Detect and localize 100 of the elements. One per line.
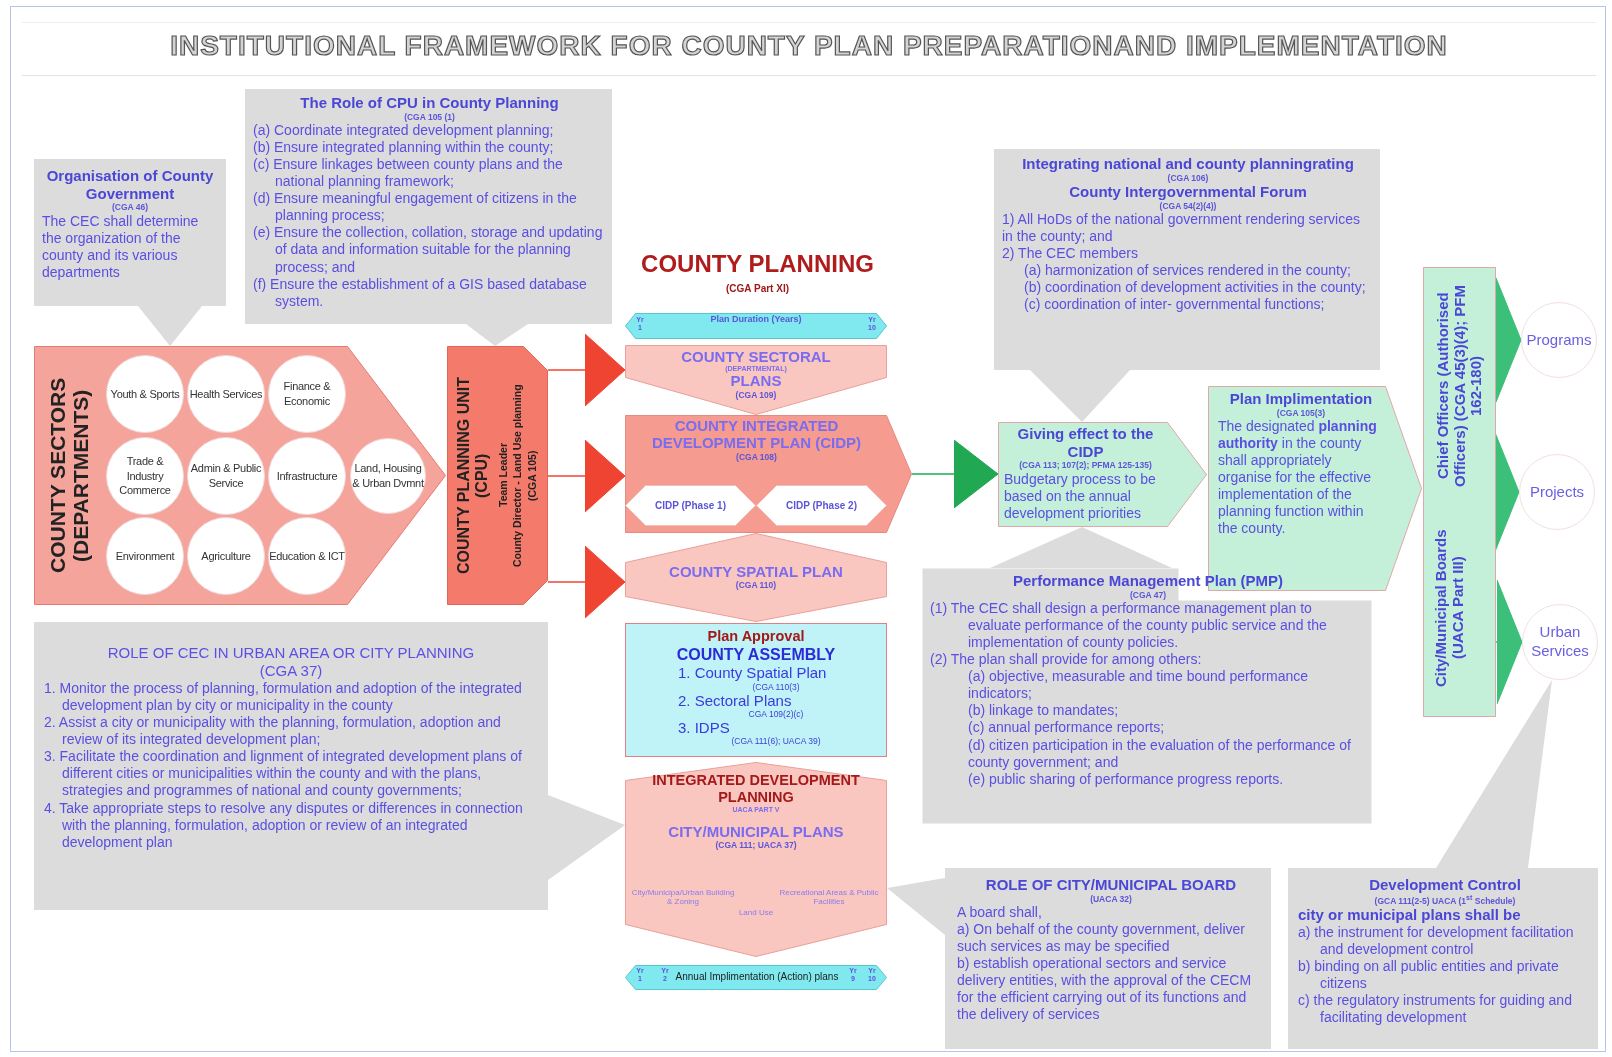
list-item: 3. IDPS [677, 718, 731, 737]
callout-pointer [887, 878, 945, 935]
citation: (CGA 54(2)(4)) [1158, 200, 1218, 211]
chevron-box [998, 422, 1207, 527]
callout-pointer [1030, 370, 1130, 422]
vertical-label: County Director - Land Use planning [510, 383, 525, 569]
citation: (CGA 110) [734, 580, 778, 591]
list-item: 3. Facilitate the coordination and lignment of integrated development plans of different cities or municipalities within the county and with the plans, strategies and programmes of national and county governments; [44, 748, 523, 800]
sector-label: Youth & Sports [110, 386, 180, 402]
arrow [911, 439, 999, 509]
citation: (CGA 108) [735, 451, 778, 462]
body-text: The designated planning authority in the county shall appropriately organise for the effective implementation of the planning function within the county. [1218, 417, 1378, 538]
citation: (CGA Part XI) [725, 283, 790, 294]
citation: (CGA 109) [734, 389, 778, 400]
callout-box [994, 149, 1380, 370]
sector-label: Finance & Economic [282, 379, 332, 409]
section-heading: COUNTY PLANNING [640, 250, 875, 278]
vertical-label: City/Municipal Boards (UACA Part III) [1431, 528, 1467, 689]
list-item: (a) objective, measurable and time bound performance indicators; [967, 668, 1310, 703]
heading: CITY/MUNICIPAL PLANS [667, 823, 845, 841]
sector-label: Environment [115, 548, 175, 564]
callout-box [945, 868, 1271, 1049]
bar-label: Plan Duration (Years) [709, 314, 803, 326]
sector-label: Admin & Public Service [189, 461, 263, 491]
callout-box [34, 159, 226, 306]
sector-panel [34, 346, 446, 605]
arrow [1495, 579, 1523, 705]
bar-label: Annual Implimentation (Action) plans [675, 971, 839, 984]
chevron-box [625, 415, 912, 533]
heading: Plan Approval [706, 628, 806, 646]
body-text: Budgetary process to be based on the annual development priorities [1004, 470, 1157, 522]
callout-pointer [990, 527, 1172, 568]
arrow [1495, 277, 1522, 403]
heading: COUNTY SECTORAL [680, 348, 832, 366]
vertical-label: Team Leader [496, 442, 511, 510]
citation: (CGA 46) [110, 202, 150, 213]
output-label: Urban Services [1530, 623, 1590, 661]
list-item: (d) citizen participation in the evaluation of the performance of county government; and [967, 736, 1352, 771]
list-item: (b) Ensure integrated planning within the county; [253, 138, 555, 157]
vertical-label: (CGA 105) [525, 449, 540, 503]
list-item: (b) coordination of development activities in the county; [1023, 279, 1367, 297]
arrow [547, 333, 626, 407]
heading: ROLE OF CEC IN URBAN AREA OR CITY PLANNING [106, 644, 476, 662]
citation: (GCA 111(2-5) UACA (1$^{st}$ Schedule) [1373, 893, 1517, 906]
heading: Giving effect to the CIDP [1016, 425, 1155, 461]
heading: Development Control [1368, 876, 1522, 894]
arrow [547, 439, 626, 513]
heading: city or municipal plans shall be [1298, 905, 1522, 924]
citation: (CGA 111; UACA 37) [714, 840, 798, 851]
sector-label: Infrastructure [276, 468, 338, 484]
list-item: (c) Ensure linkages between county plans and the national planning framework; [253, 156, 564, 191]
heading: Plan Implimentation [1228, 390, 1374, 408]
phase-label: CIDP (Phase 1) [655, 499, 726, 512]
phase-hexagon [756, 485, 887, 526]
officers-bar [1423, 267, 1496, 717]
area-label: Land Use [737, 908, 775, 919]
list-item: (e) public sharing of performance progress reports. [967, 770, 1285, 788]
callout-pointer [466, 324, 528, 346]
vertical-label: COUNTY PLANNING UNIT (CPU) [454, 376, 491, 577]
heading: COUNTY INTEGRATED DEVELOPMENT PLAN (CIDP) [650, 417, 863, 452]
approval-box [625, 623, 887, 757]
citation: (CGA 105 (1) [403, 111, 456, 122]
output-label: Programs [1526, 330, 1592, 350]
list-item: (a) Coordinate integrated development planning; [253, 121, 555, 139]
heading: Integrating national and county planningrating [1021, 155, 1355, 173]
sector-label: Health Services [189, 386, 263, 402]
list-item: (d) Ensure meaningful engagement of citizens in the planning process; [253, 190, 578, 225]
phase-hexagon [625, 485, 756, 526]
list-item: (f) Ensure the establishment of a GIS based database system. [253, 275, 588, 310]
citation: (CGA 47) [1128, 589, 1168, 600]
body-text: 1) All HoDs of the national government rendering services in the county; and [1002, 210, 1361, 245]
callout-pointer [548, 795, 625, 880]
duration-bar [625, 965, 887, 990]
list-item: (c) coordination of inter- governmental functions; [1023, 296, 1326, 314]
list-item: 1. Monitor the process of planning, formulation and adoption of the integrated development plan by city or municipality in the county [44, 680, 523, 715]
area-label: City/Municipa/Urban Building & Zoning [631, 888, 735, 909]
list-item: (c) annual performance reports; [967, 719, 1166, 737]
list-item: (1) The CEC shall design a performance management plan to evaluate performance of the county public service and the implementation of county policies. [930, 599, 1328, 652]
sector-label: Agriculture [201, 548, 251, 564]
callout-pointer [1436, 680, 1552, 868]
heading: COUNTY SPATIAL PLAN [668, 563, 844, 581]
body-text: A board shall, [957, 903, 1043, 921]
duration-bar [625, 313, 887, 339]
chevron-box [625, 762, 887, 957]
body-text: 2) The CEC members [1002, 244, 1139, 262]
list-item: c) the regulatory instruments for guiding and facilitating development [1298, 992, 1573, 1027]
diagram-title: INSTITUTIONAL FRAMEWORK FOR COUNTY PLAN PREPARATIONAND IMPLEMENTATION [169, 30, 1449, 62]
area-label: Recreational Areas & Public Facilities [778, 888, 880, 909]
body-text: The CEC shall determine the organization of the county and its various departments [42, 212, 200, 281]
list-item: (e) Ensure the collection, collation, storage and updating of data and information suitable for the planning process; and [253, 224, 604, 276]
planning-unit-box [447, 346, 548, 605]
output-label: Projects [1529, 482, 1585, 502]
citation: (CGA 105(3) [1275, 407, 1327, 418]
citation: CGA 109(2)(c) [747, 708, 805, 719]
sector-label: Land, Housing & Urban Dvmnt [351, 461, 425, 491]
chevron-box [625, 345, 887, 415]
citation: (UACA 32) [1089, 893, 1133, 904]
list-item: (a) harmonization of services rendered in the county; [1023, 262, 1352, 280]
body-text: b) establish operational sectors and service delivery entities, with the approval of the CECM for the efficient carrying out of its functions and the delivery of services [957, 955, 1253, 1024]
vertical-label: Chief Officers (Authorised Officers) (CGA 45(3)(4); PFM 162-180) [1432, 284, 1486, 489]
